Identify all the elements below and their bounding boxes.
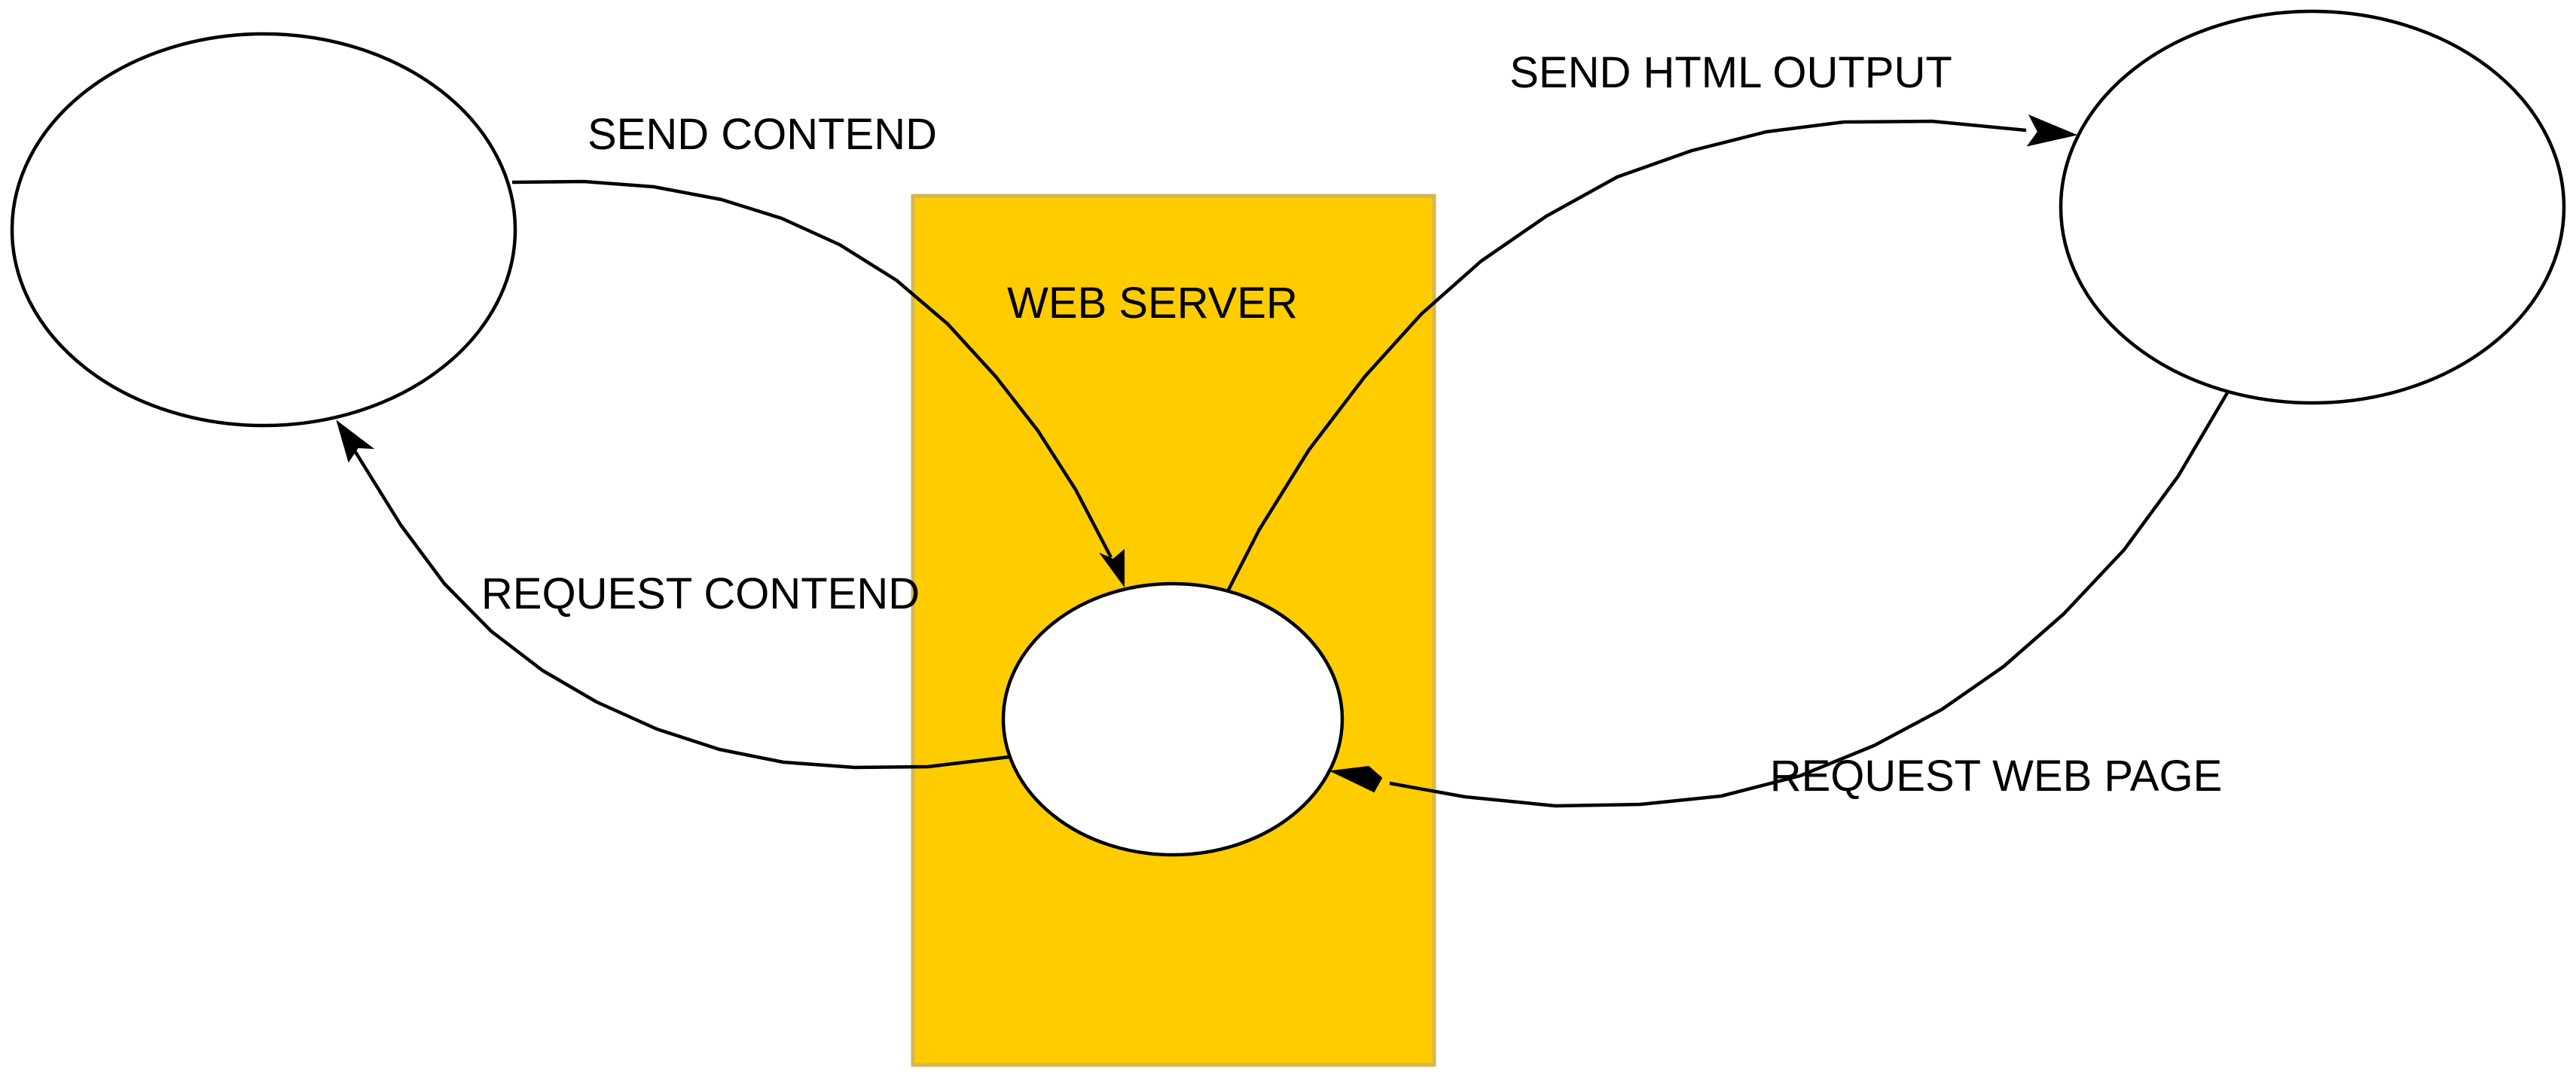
web-server-node[interactable] [1001,581,1344,857]
send-html-output-edge[interactable] [1225,119,2027,593]
request-web-page-arrowhead [1329,765,1383,793]
send-contend-arrowhead [1099,548,1125,588]
request-contend-edge[interactable] [353,448,1010,770]
send-contend-label: SEND CONTEND [588,110,937,159]
request-web-page-label: REQUEST WEB PAGE [1770,752,2223,801]
request-contend-label: REQUEST CONTEND [481,569,920,618]
request-web-page-edge[interactable] [1389,390,2230,808]
content-source-node[interactable] [10,32,517,428]
send-contend-edge[interactable] [511,179,1113,559]
send-html-output-label: SEND HTML OUTPUT [1509,48,1952,97]
request-contend-arrowhead [336,420,375,463]
send-html-output-arrowhead [2026,114,2078,147]
client-browser-node[interactable] [2059,9,2566,405]
web-server-label: WEB SERVER [1007,279,1298,328]
